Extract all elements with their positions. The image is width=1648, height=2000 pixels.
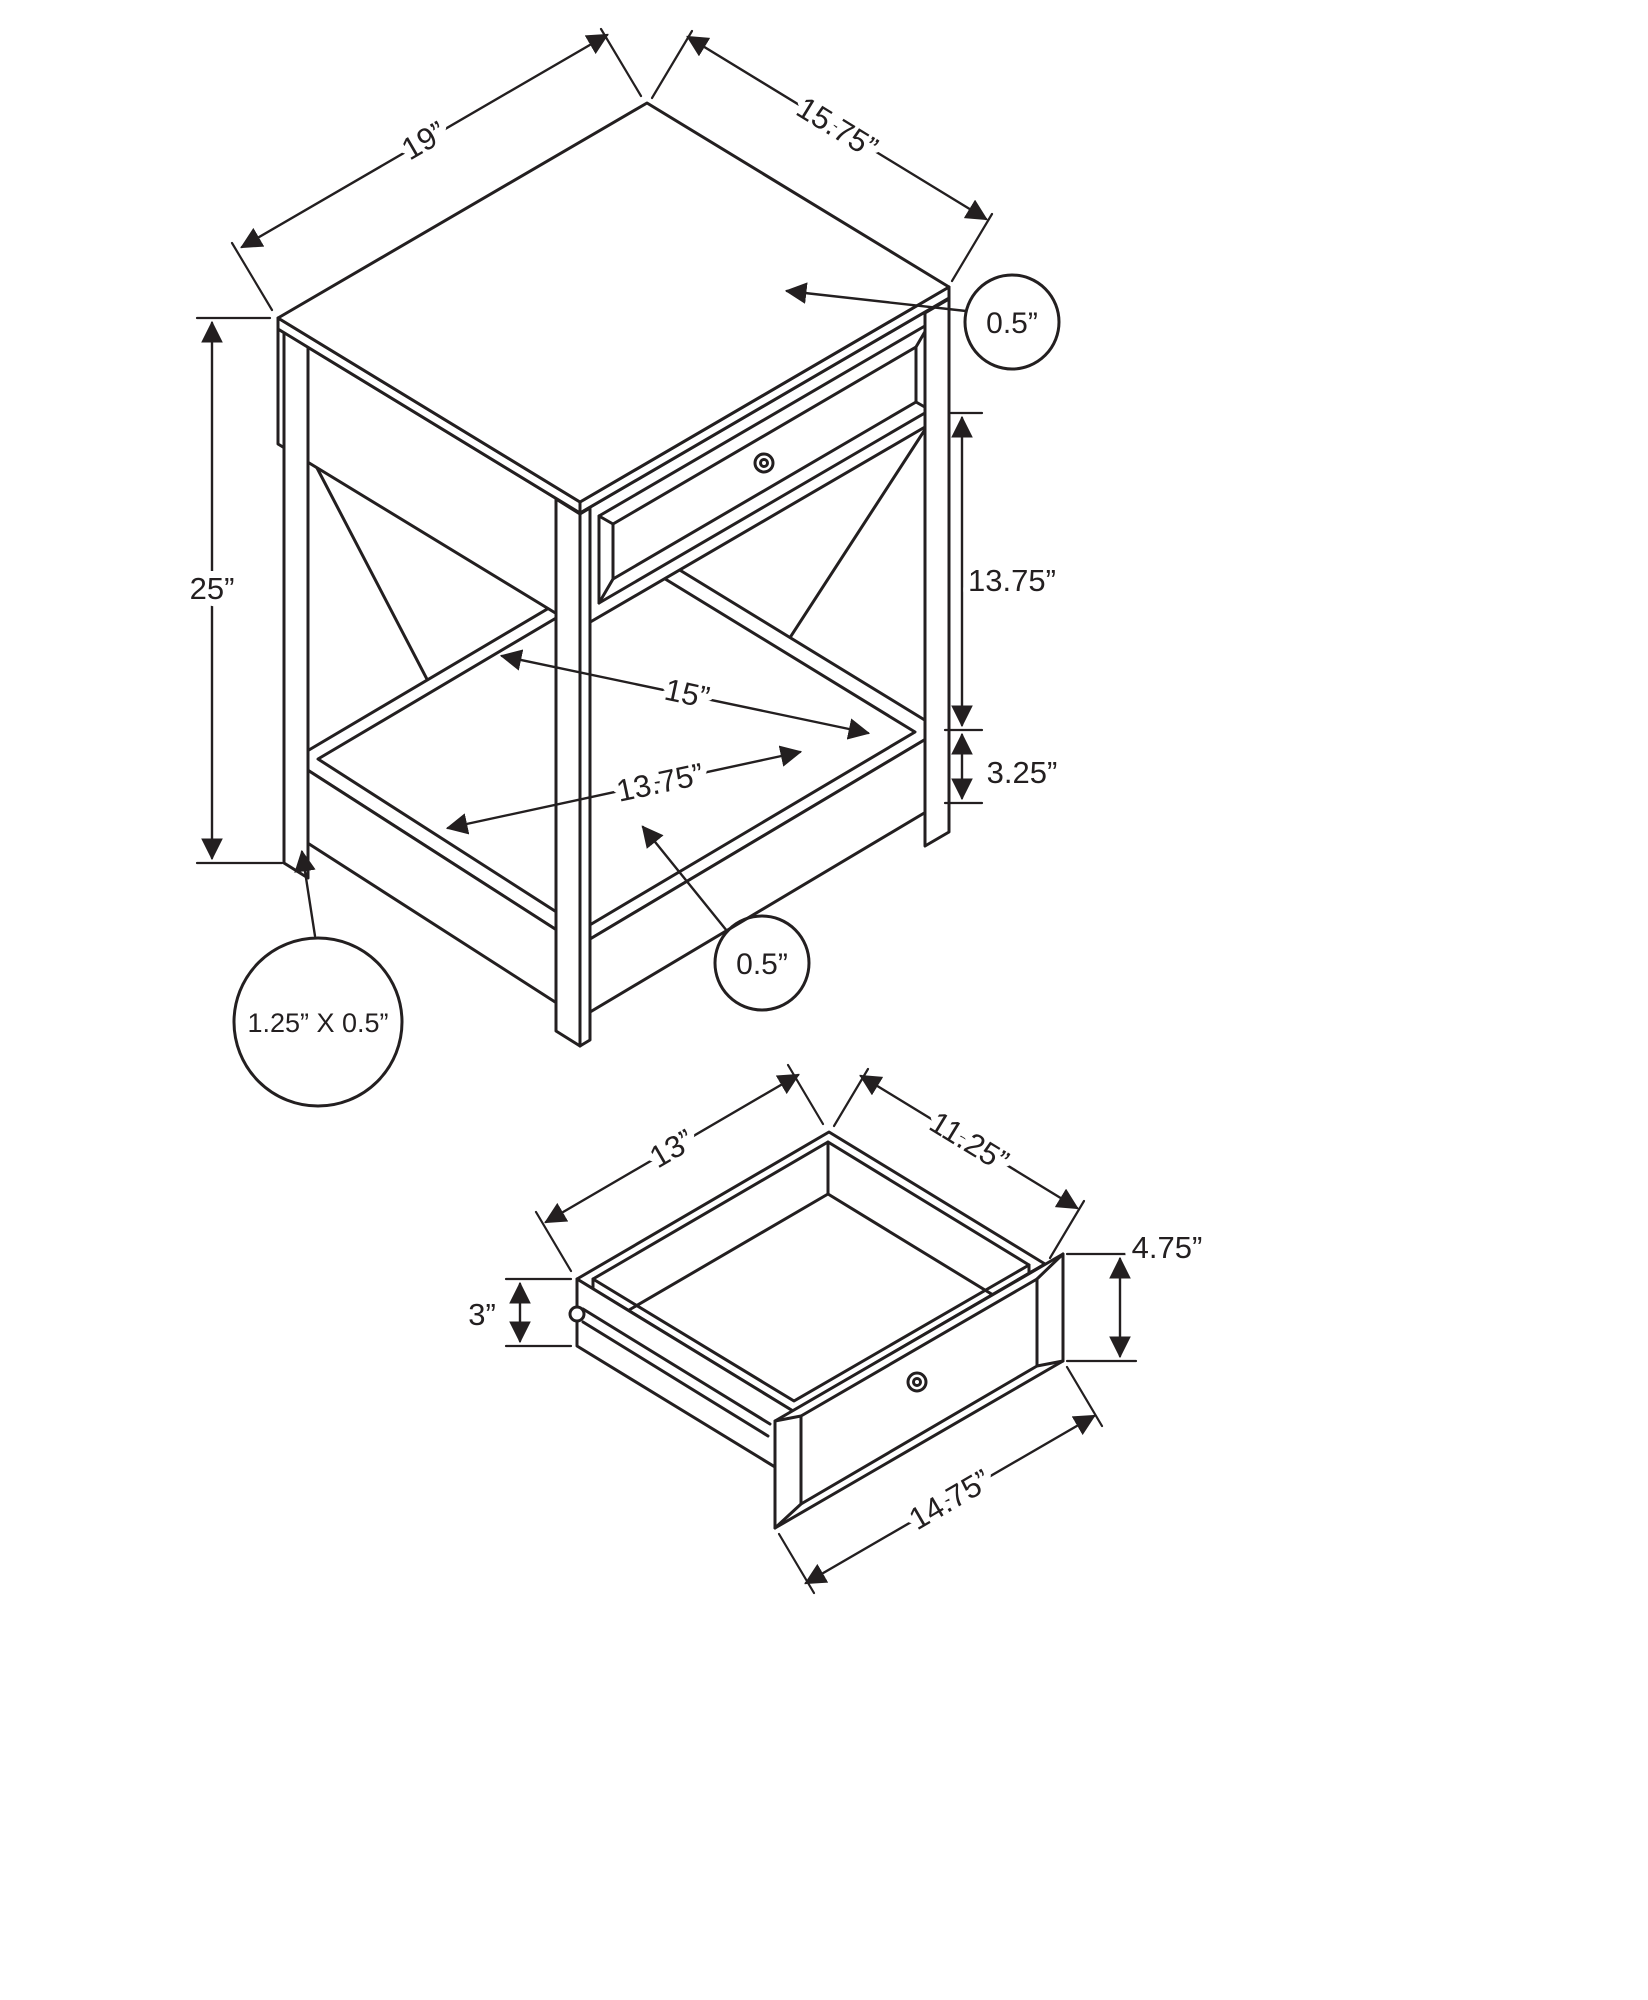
callout-top-thickness: 0.5” [784,273,1061,371]
leg-front [554,497,592,1048]
callout-top-thickness-label: 0.5” [986,307,1038,340]
dim-drawer-front-height-label: 4.75” [1132,1230,1203,1265]
callout-shelf-thickness-label: 0.5” [736,948,788,981]
drawer-front-knob [906,1371,928,1393]
dim-shelf-apron-label: 3.25” [987,755,1058,790]
drawer-slide-wheel [568,1305,586,1323]
dim-drawer-side-height-label: 3” [468,1297,496,1332]
dim-shelf-apron: 3.25” [943,732,1064,805]
dim-overall-height-label: 25” [190,571,235,606]
dim-overall-height: 25” [183,316,284,865]
dim-drawer-width-label: 13” [644,1122,700,1175]
dim-top-width-label: 19” [396,114,452,167]
dim-drawer-front-height: 4.75” [1065,1223,1209,1363]
callout-leg-size-label: 1.25” X 0.5” [247,1008,388,1038]
dim-drawer-depth-label: 11.25” [924,1104,1015,1178]
leg-right [923,297,951,848]
dim-drawer-front-width-label: 14.75” [903,1462,997,1536]
drawer-isometric-view [568,1130,1065,1530]
drawer-slide-rail [568,1305,772,1438]
drawer-knob [753,452,775,474]
dim-top-depth-label: 15.75” [791,90,884,166]
callout-leg-size: 1.25” X 0.5” [232,849,404,1108]
dim-apron-to-shelf-label: 13.75” [968,563,1056,598]
callout-shelf-thickness: 0.5” [641,825,811,1012]
dim-apron-to-shelf: 13.75” [943,411,1063,732]
leg-left [282,330,310,880]
table-isometric-view [276,101,951,1048]
dim-drawer-side-height: 3” [461,1277,573,1348]
